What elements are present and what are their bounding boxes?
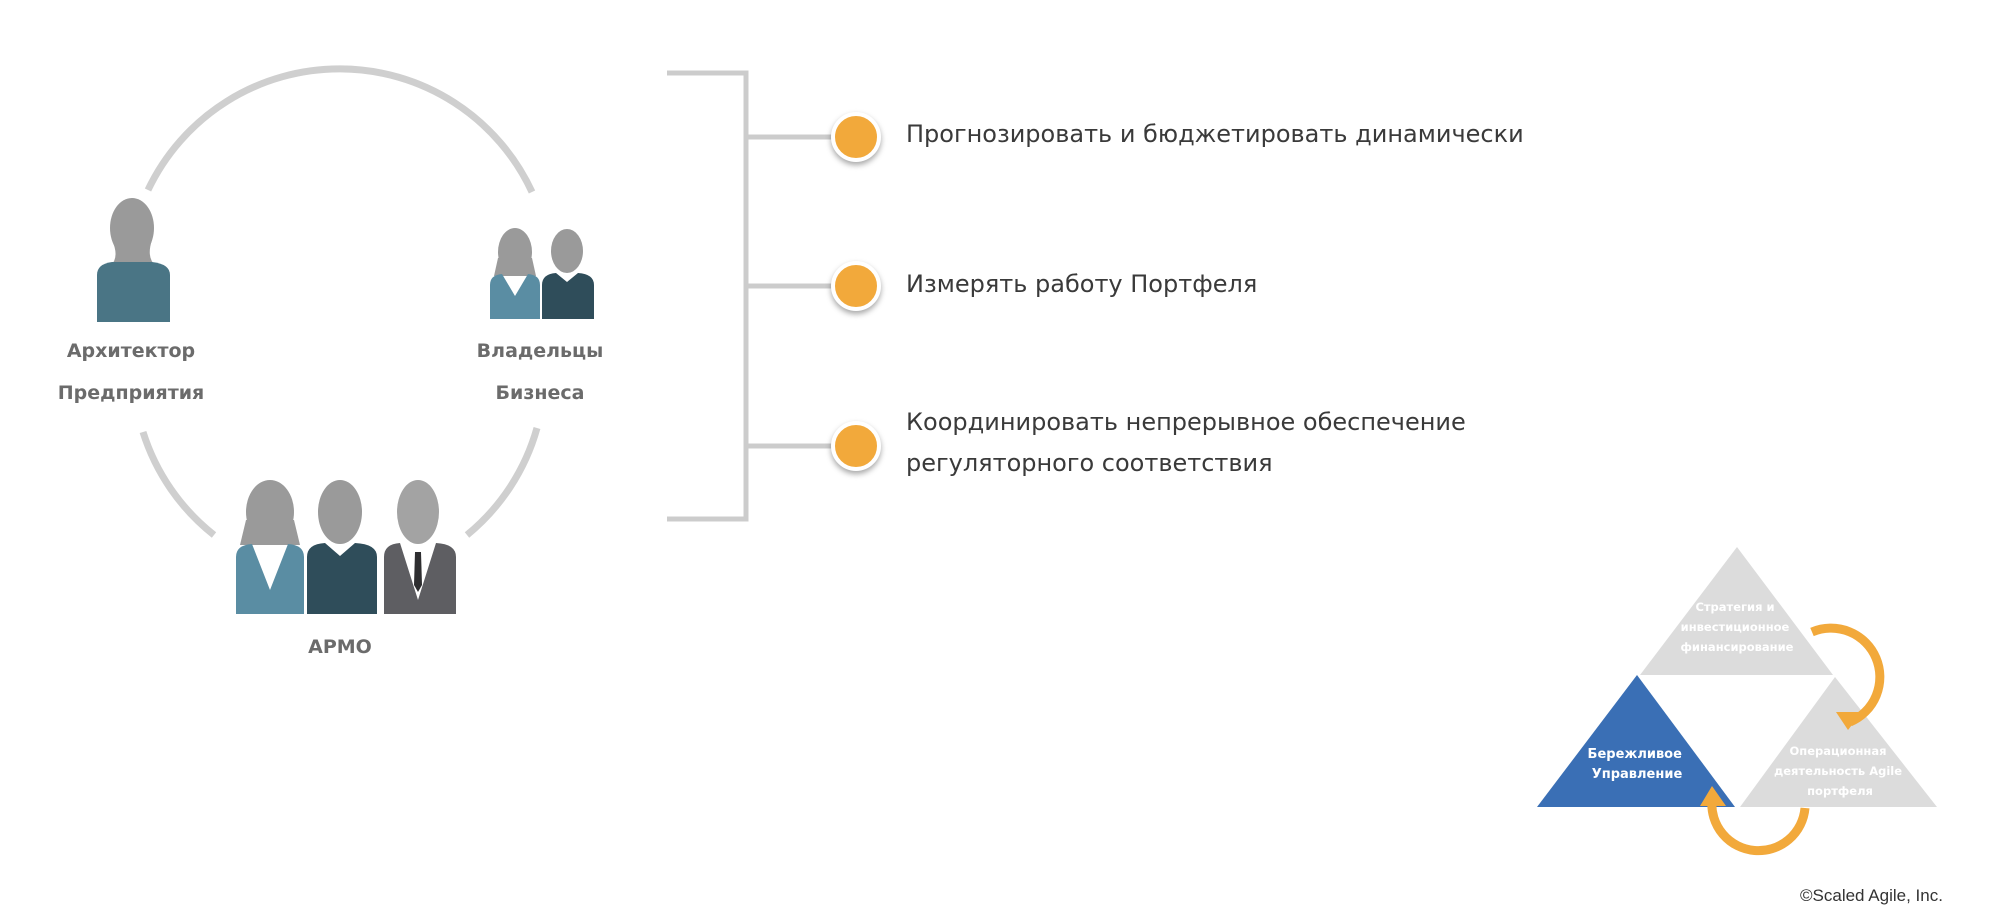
item-text: Измерять работу Портфеля: [906, 270, 1258, 298]
business-owners-icon: [490, 228, 594, 319]
cycle-arrow-icon: [1707, 799, 1810, 856]
bullet-dot-icon: [831, 261, 881, 311]
operations-triangle: [1740, 677, 1937, 807]
label-line: Бизнеса: [495, 382, 585, 404]
role-architect-label: Архитектор Предприятия: [58, 330, 205, 414]
bullet-dot-icon: [831, 421, 881, 471]
label-line: Архитектор: [66, 340, 196, 362]
architect-icon: [97, 198, 170, 322]
item-text: регуляторного соответствия: [906, 449, 1273, 477]
bullet-dot-icon: [831, 112, 881, 162]
portfolio-triangles-graphic: Стратегия и инвестиционное финансировани…: [1537, 547, 1937, 856]
label-line: Владельцы: [476, 340, 604, 362]
strategy-label: Стратегия и инвестиционное финансировани…: [1681, 600, 1794, 654]
apmo-team-icon: [236, 480, 456, 614]
governance-label: Бережливое Управление: [1588, 747, 1687, 782]
copyright: ©Scaled Agile, Inc.: [1800, 886, 1943, 905]
responsibility-item: Прогнозировать и бюджетировать динамичес…: [906, 114, 1524, 155]
bracket: [667, 70, 833, 522]
strategy-triangle: [1640, 547, 1833, 675]
operations-label: Операционная деятельность Agile портфеля: [1774, 744, 1906, 798]
role-owners-label: Владельцы Бизнеса: [477, 330, 604, 414]
governance-triangle: [1537, 675, 1735, 807]
responsibility-item: Координировать непрерывное обеспечение р…: [906, 402, 1466, 484]
item-text: Прогнозировать и бюджетировать динамичес…: [906, 120, 1524, 148]
responsibility-item: Измерять работу Портфеля: [906, 264, 1257, 305]
label-line: Предприятия: [57, 382, 205, 404]
role-apmo-label: APMO: [308, 636, 372, 658]
item-text: Координировать непрерывное обеспечение: [906, 408, 1466, 436]
cycle-arrow-icon: [1810, 623, 1885, 727]
collaboration-circle: [139, 65, 541, 538]
